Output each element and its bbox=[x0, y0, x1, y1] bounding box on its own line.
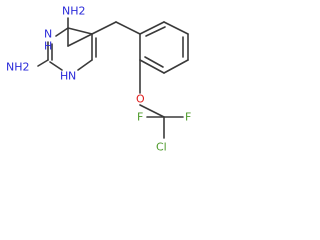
bond-ph-2-3 bbox=[163, 21, 189, 35]
ring-n1-h: H bbox=[60, 70, 68, 83]
bond-ph-4-5 bbox=[163, 59, 189, 74]
chlorine-label: Cl bbox=[156, 141, 167, 154]
bond-c4-c5 bbox=[67, 33, 93, 47]
bond-c2-nh2 bbox=[37, 59, 49, 67]
bond-o-c bbox=[139, 104, 165, 118]
amine-groups bbox=[37, 17, 69, 67]
methylene-bridge bbox=[91, 21, 141, 35]
phenyl-ring bbox=[139, 21, 189, 74]
bond-n1-c2 bbox=[49, 61, 63, 71]
ring-n1-label: N bbox=[68, 70, 76, 83]
bond-n3-c4 bbox=[55, 27, 69, 37]
bond-ph-inner-c bbox=[144, 56, 164, 68]
atom-labels: NH2 N H NH2 H N O F F Cl bbox=[6, 5, 191, 154]
oxygen-label: O bbox=[136, 93, 145, 106]
nh2-left-label: NH2 bbox=[6, 61, 30, 74]
chemical-structure-diagram: NH2 N H NH2 H N O F F Cl bbox=[6, 5, 191, 154]
bond-ph-inner-a bbox=[145, 26, 166, 37]
pyrimidine-ring bbox=[47, 27, 97, 71]
ring-outline bbox=[67, 27, 93, 35]
bond-c5-ch2 bbox=[91, 21, 117, 35]
chlorodifluoromethoxy-group bbox=[139, 59, 184, 139]
bond-top-left bbox=[67, 27, 93, 35]
bond-ph-1-2 bbox=[139, 21, 165, 35]
ring-n3-h: H bbox=[44, 40, 52, 53]
bond-ch2-phenyl bbox=[115, 21, 141, 35]
fluorine-left-label: F bbox=[137, 111, 143, 124]
ring-n3-label: N bbox=[44, 28, 52, 41]
nh2-top-label: NH2 bbox=[62, 5, 86, 18]
bond-c6-n1 bbox=[77, 59, 93, 71]
fluorine-right-label: F bbox=[185, 111, 191, 124]
bond-ph-5-6 bbox=[139, 59, 165, 74]
